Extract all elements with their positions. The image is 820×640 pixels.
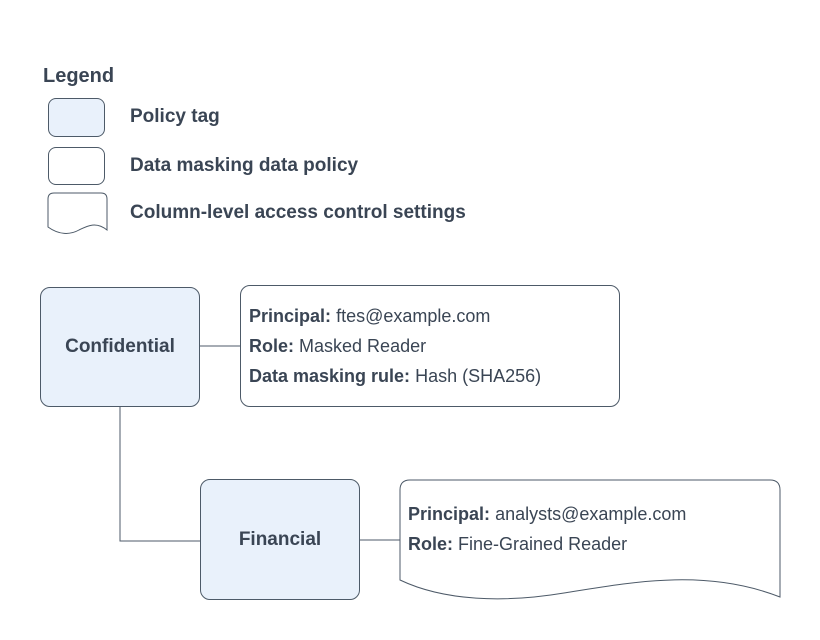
legend-item-label-policy-tag: Policy tag [130, 106, 220, 127]
access-settings-document-text: Principal:analysts@example.com Role:Fine… [408, 499, 686, 559]
policy-line-key: Principal: [249, 306, 332, 326]
policy-tag-label: Confidential [65, 336, 175, 357]
policy-tag-swatch [48, 98, 105, 137]
policy-line-principal: Principal:ftes@example.com [249, 301, 619, 331]
legend-item-label-access-settings: Column-level access control settings [130, 202, 466, 223]
policy-line-value: ftes@example.com [336, 306, 491, 326]
connector-confidential-to-financial [119, 407, 200, 542]
legend-document-swatch-shape [47, 192, 108, 234]
data-policy-swatch [48, 147, 105, 185]
access-line-key: Principal: [408, 504, 491, 524]
policy-tag-label: Financial [238, 528, 322, 550]
legend-item-label-data-policy: Data masking data policy [130, 155, 359, 176]
data-masking-policy-box: Principal:ftes@example.com Role:Masked R… [240, 285, 620, 407]
access-line-value: Fine-Grained Reader [458, 534, 628, 554]
access-line-value: analysts@example.com [495, 504, 687, 524]
access-line-role: Role:Fine-Grained Reader [408, 529, 686, 559]
policy-line-key: Data masking rule: [249, 366, 411, 386]
policy-line-role: Role:Masked Reader [249, 331, 619, 361]
access-line-key: Role: [408, 534, 453, 554]
policy-line-masking-rule: Data masking rule:Hash (SHA256) [249, 361, 619, 391]
policy-line-value: Masked Reader [299, 336, 427, 356]
legend-title: Legend [43, 65, 115, 87]
access-line-principal: Principal:analysts@example.com [408, 499, 686, 529]
access-settings-document-shape [399, 479, 781, 600]
policy-tag-node-confidential: Confidential [40, 287, 200, 407]
policy-line-key: Role: [249, 336, 294, 356]
policy-tag-node-financial: Financial [200, 479, 360, 600]
policy-line-value: Hash (SHA256) [415, 366, 542, 386]
